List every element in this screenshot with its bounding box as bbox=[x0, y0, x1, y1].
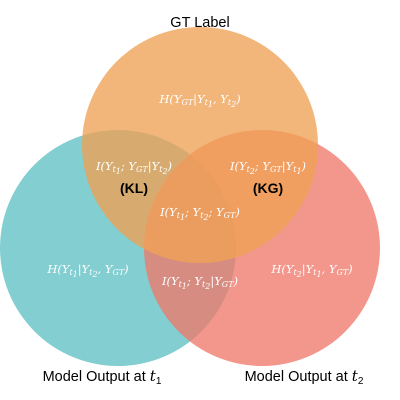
label-gt: GT Label bbox=[170, 15, 229, 31]
region-h-t2-only: H(Yt2|Yt1, YGT) bbox=[270, 262, 352, 279]
tag-kg: (KG) bbox=[253, 180, 283, 196]
label-model-output-t2: Model Output at t2 bbox=[245, 367, 364, 387]
label-model-output-t1: Model Output at t1 bbox=[43, 367, 162, 387]
venn-circles bbox=[0, 27, 380, 366]
circle-gt-label bbox=[82, 27, 318, 263]
tag-kl: (KL) bbox=[120, 180, 148, 196]
region-h-gt-only: H(YGT|Yt1, Yt2) bbox=[158, 92, 240, 109]
region-h-t1-only: H(Yt1|Yt2, YGT) bbox=[46, 262, 128, 279]
